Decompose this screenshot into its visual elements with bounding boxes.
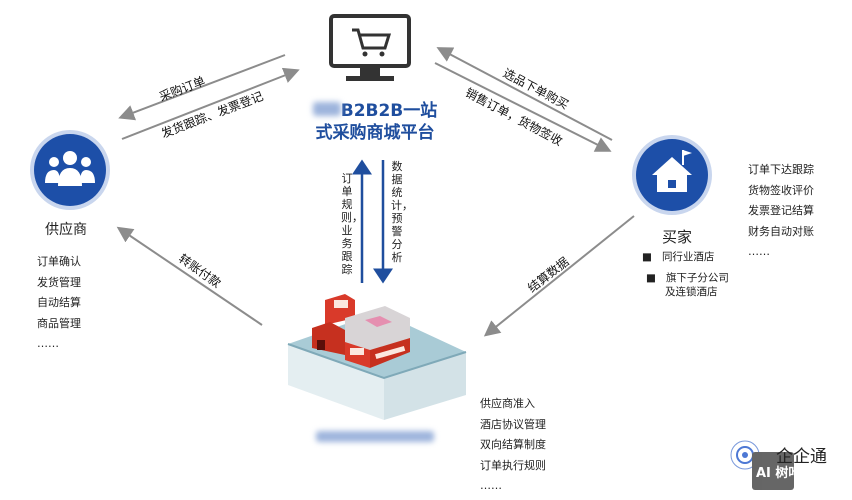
group-functions: 供应商准入 酒店协议管理 双向结算制度 订单执行规则 …… <box>480 394 546 497</box>
arrow-purchase-order <box>118 54 286 121</box>
arrow-shipping <box>121 67 300 140</box>
list-item: 发票登记结算 <box>748 204 814 217</box>
buyer-type-text: 同行业酒店 <box>661 251 715 263</box>
list-item: 财务自动对账 <box>748 224 814 238</box>
list-item: 供应商准入 <box>480 397 535 410</box>
flow-rules: 订单规则，业务跟踪 <box>341 172 363 276</box>
list-item: …… <box>480 479 502 492</box>
platform-title: B2B2B一站 式采购商城平台 <box>300 100 450 144</box>
users-group-icon <box>30 130 110 210</box>
buyer-functions: 订单下达跟踪 货物签收评价 发票登记结算 财务自动对账 …… <box>748 160 814 263</box>
list-item: …… <box>748 245 770 258</box>
list-item: 发货管理 <box>37 275 81 289</box>
list-item: 订单确认 <box>37 255 81 268</box>
house-flag-icon <box>632 135 712 215</box>
buyer-type-text: 及连锁酒店 <box>665 286 718 298</box>
arrow-select-order <box>436 47 613 141</box>
list-item: 货物签收评价 <box>748 183 814 197</box>
blurred-group-name <box>316 431 434 442</box>
list-item: 双向结算制度 <box>480 438 546 451</box>
supplier-label: 供应商 <box>45 222 87 238</box>
arrow-sales-order <box>434 62 612 152</box>
monitor-cart-icon <box>329 14 411 81</box>
list-item: 商品管理 <box>37 316 81 330</box>
buyer-type-1: ■ 同行业酒店 <box>642 251 715 263</box>
list-item: 订单下达跟踪 <box>748 163 814 176</box>
list-item: 订单执行规则 <box>480 458 546 472</box>
arrow-transfer <box>116 226 263 326</box>
list-item: 酒店协议管理 <box>480 417 546 431</box>
supplier-functions: 订单确认 发货管理 自动结算 商品管理 …… <box>37 252 81 355</box>
factory-building-icon <box>287 294 467 420</box>
watermark-ai: AI 树叶云 <box>756 466 815 481</box>
list-item: …… <box>37 337 59 350</box>
watermark-logo <box>730 440 794 490</box>
buyer-label: 买家 <box>662 228 693 246</box>
watermark-brand: 企企通 <box>776 447 827 467</box>
list-item: 自动结算 <box>37 296 81 309</box>
flow-stats: 数据统计，预警分析 <box>391 160 413 264</box>
arrow-settlement <box>483 215 635 337</box>
title-line-2: 式采购商城平台 <box>315 123 435 143</box>
buyer-type-text: 旗下子分公司 <box>665 272 729 284</box>
title-line-1: B2B2B一站 <box>340 101 438 121</box>
buyer-type-2: ■ 旗下子分公司及连锁酒店 <box>646 272 729 298</box>
blurred-brand <box>312 102 341 116</box>
